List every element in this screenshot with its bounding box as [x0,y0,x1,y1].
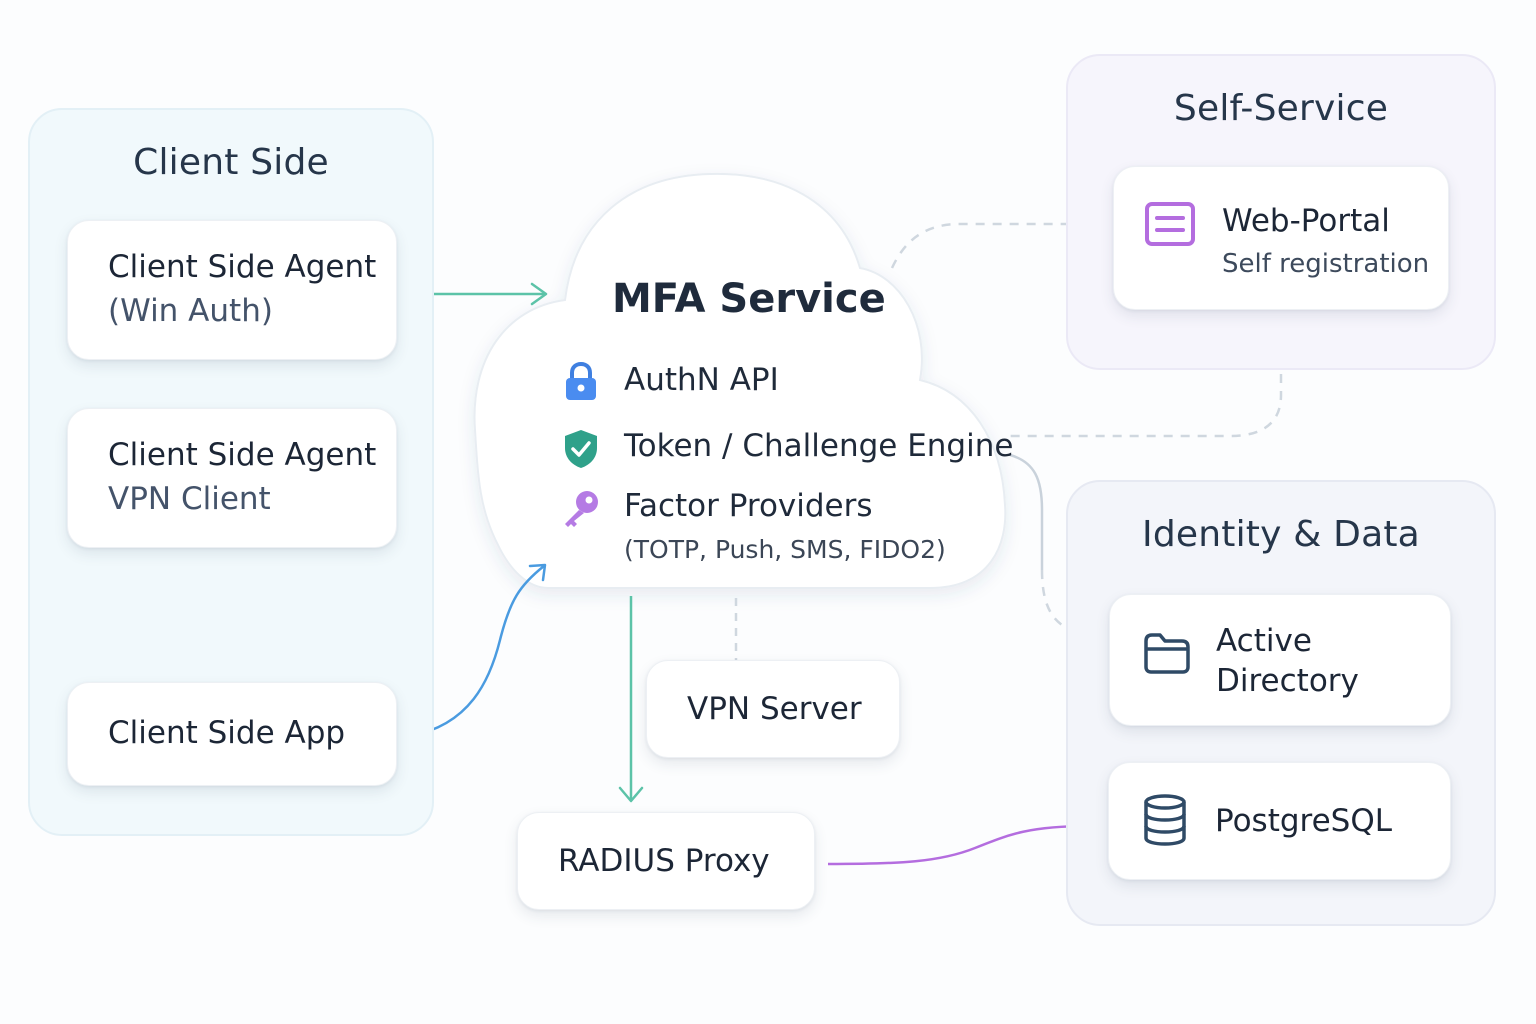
radius-proxy-title: RADIUS Proxy [558,843,770,879]
line-radius-to-postgresql [827,824,1091,866]
token-challenge-engine-label: Token / Challenge Engine [624,428,1014,464]
client-side-app-card[interactable]: Client Side App [67,682,397,786]
arrow-head-agent-win [530,282,548,306]
postgresql-title: PostgreSQL [1215,803,1393,839]
client-side-agent-win-title: Client Side Agent [108,249,377,285]
arrow-head-radius [618,786,644,803]
dashed-mfa-to-web-portal [890,222,1082,269]
document-icon [1145,202,1195,246]
vpn-server-card[interactable]: VPN Server [646,660,900,758]
client-side-agent-vpn-card[interactable]: Client Side Agent VPN Client [67,408,397,548]
factor-providers-label: Factor Providers [624,488,873,524]
mfa-service-title: MFA Service [612,276,886,322]
mfa-cloud-shape [473,172,1007,589]
client-side-app-title: Client Side App [108,715,346,751]
factor-providers-detail: (TOTP, Push, SMS, FIDO2) [624,535,946,564]
active-directory-line2: Directory [1216,663,1359,699]
line-mfa-to-active-directory [1009,453,1044,570]
key-icon [565,491,598,527]
radius-proxy-card[interactable]: RADIUS Proxy [517,812,815,910]
client-side-agent-win-subtitle: (Win Auth) [108,293,273,329]
identity-data-title: Identity & Data [1142,514,1420,555]
dashed-self-service-to-mfa [1008,374,1283,438]
shield-check-icon [565,430,597,468]
active-directory-card[interactable]: Active Directory [1109,594,1451,726]
vpn-server-title: VPN Server [687,691,862,727]
active-directory-line1: Active [1216,623,1312,659]
lock-icon [566,362,596,400]
client-side-title: Client Side [133,142,329,183]
client-side-agent-vpn-subtitle: VPN Client [108,481,271,517]
web-portal-subtitle: Self registration [1222,249,1430,279]
web-portal-card[interactable]: Web-Portal Self registration [1113,166,1449,310]
client-side-agent-win-card[interactable]: Client Side Agent (Win Auth) [67,220,397,360]
authn-api-label: AuthN API [624,362,779,398]
database-icon [1144,794,1186,846]
folder-icon [1144,633,1190,674]
self-service-title: Self-Service [1173,88,1389,129]
client-side-agent-vpn-title: Client Side Agent [108,437,377,473]
web-portal-title: Web-Portal [1222,203,1390,239]
postgresql-card[interactable]: PostgreSQL [1108,762,1451,880]
arrow-head-app [528,563,547,582]
arrow-app-to-mfa [409,565,545,738]
